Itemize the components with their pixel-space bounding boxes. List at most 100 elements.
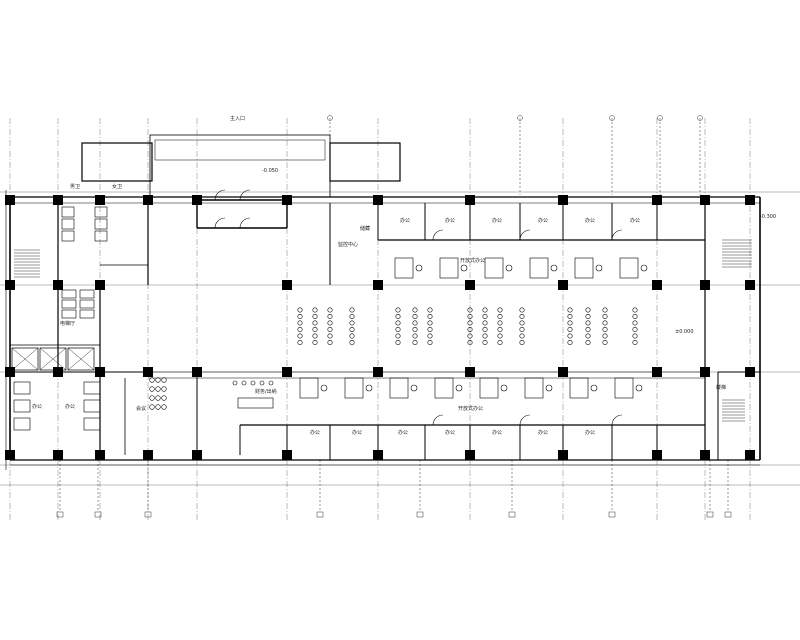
chair: [482, 307, 488, 313]
chair: [312, 313, 318, 319]
column: [558, 280, 568, 290]
chair: [467, 313, 473, 319]
chair: [412, 333, 418, 339]
chair: [632, 339, 638, 345]
chair: [259, 380, 265, 386]
column: [700, 367, 710, 377]
stair-label: 楼梯: [716, 384, 726, 391]
column: [5, 450, 15, 460]
chair: [320, 384, 328, 392]
column: [745, 367, 755, 377]
chair: [297, 307, 303, 313]
chair: [467, 339, 473, 345]
elevation-mark: -0.300: [760, 214, 776, 220]
column: [700, 280, 710, 290]
chair: [412, 326, 418, 332]
chair: [412, 339, 418, 345]
column: [652, 195, 662, 205]
elevator-shaft: [67, 347, 95, 371]
chair: [427, 320, 433, 326]
entrance-step: [154, 139, 326, 161]
chair: [497, 326, 503, 332]
chair: [585, 320, 591, 326]
office-label: 办公: [32, 403, 42, 410]
chair: [497, 313, 503, 319]
column: [745, 450, 755, 460]
chair: [297, 333, 303, 339]
chair: [161, 386, 167, 392]
chair: [312, 339, 318, 345]
chair: [349, 307, 355, 313]
chair: [395, 307, 401, 313]
desk: [13, 381, 31, 395]
elevator-x: [11, 347, 39, 371]
chair: [602, 307, 608, 313]
axis-bubble: [657, 115, 663, 121]
column: [558, 450, 568, 460]
chair: [427, 307, 433, 313]
chair: [460, 264, 468, 272]
chair: [567, 320, 573, 326]
chair: [519, 320, 525, 326]
column: [53, 367, 63, 377]
chair: [312, 326, 318, 332]
room-labels: 主入口 男卫 女卫 监控中心 储藏 办公 办公 办公 办公 办公 办公 开放式办…: [32, 115, 776, 436]
chair: [149, 377, 155, 383]
axis-grid-lines: [0, 115, 800, 520]
office-label: 办公: [492, 217, 502, 224]
column: [95, 195, 105, 205]
chair: [149, 404, 155, 410]
toilet-stall: [61, 218, 75, 230]
tag-box: [608, 511, 616, 518]
office-label: 办公: [352, 429, 362, 436]
chair: [585, 307, 591, 313]
entrance-label: 主入口: [230, 115, 245, 122]
chair: [482, 320, 488, 326]
column: [745, 195, 755, 205]
meeting-label: 会议: [136, 405, 146, 412]
door-swing: [239, 189, 251, 201]
chair: [412, 320, 418, 326]
chair: [395, 320, 401, 326]
column: [282, 195, 292, 205]
desk: [83, 381, 101, 395]
workstation-desk: [614, 377, 634, 399]
chair: [585, 326, 591, 332]
open-office-south-label: 开放式办公: [458, 405, 483, 412]
male-wc-label: 男卫: [70, 184, 80, 190]
chair: [482, 339, 488, 345]
open-office-north-label: 开放式办公: [460, 257, 485, 264]
chair: [161, 377, 167, 383]
walls: [5, 134, 761, 470]
office-label: 办公: [310, 429, 320, 436]
workstation-desk: [434, 377, 454, 399]
chair: [519, 326, 525, 332]
column: [95, 450, 105, 460]
chair: [297, 320, 303, 326]
elevation-mark: ±0.000: [675, 329, 694, 335]
chair: [155, 386, 161, 392]
chair: [632, 307, 638, 313]
workstation-desk: [574, 257, 594, 279]
column: [95, 367, 105, 377]
storage-label: 储藏: [360, 225, 370, 232]
chair: [427, 333, 433, 339]
chair: [567, 313, 573, 319]
column: [373, 450, 383, 460]
office-label: 办公: [445, 429, 455, 436]
entrance-canopy: [149, 134, 331, 198]
finance-label: 财务/出纳: [255, 388, 277, 395]
chair: [632, 320, 638, 326]
chair: [632, 326, 638, 332]
column: [282, 450, 292, 460]
chair: [467, 320, 473, 326]
tag-box: [94, 511, 102, 518]
chair: [585, 313, 591, 319]
workstation-desk: [619, 257, 639, 279]
column: [652, 450, 662, 460]
chair: [327, 339, 333, 345]
chair: [349, 320, 355, 326]
chair: [482, 326, 488, 332]
chair: [155, 395, 161, 401]
chair: [149, 386, 155, 392]
